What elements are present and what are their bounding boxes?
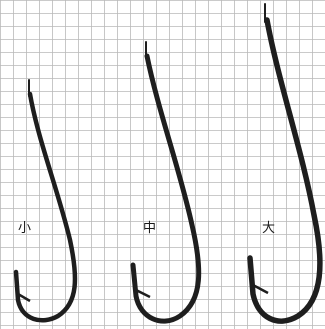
hook-large-label: 大 — [262, 221, 275, 236]
hook-small-body — [13, 91, 78, 323]
hook-large-barb — [248, 257, 269, 295]
hook-medium-barb — [131, 264, 151, 299]
hook-large-body — [247, 17, 323, 324]
hook-medium-body — [130, 53, 202, 324]
hook-large: 大 — [247, 3, 323, 324]
hook-small-label: 小 — [18, 221, 31, 236]
hook-medium: 中 — [130, 41, 202, 324]
hook-small-barb — [14, 271, 31, 303]
hook-small: 小 — [13, 79, 78, 323]
hook-medium-label: 中 — [143, 221, 156, 236]
